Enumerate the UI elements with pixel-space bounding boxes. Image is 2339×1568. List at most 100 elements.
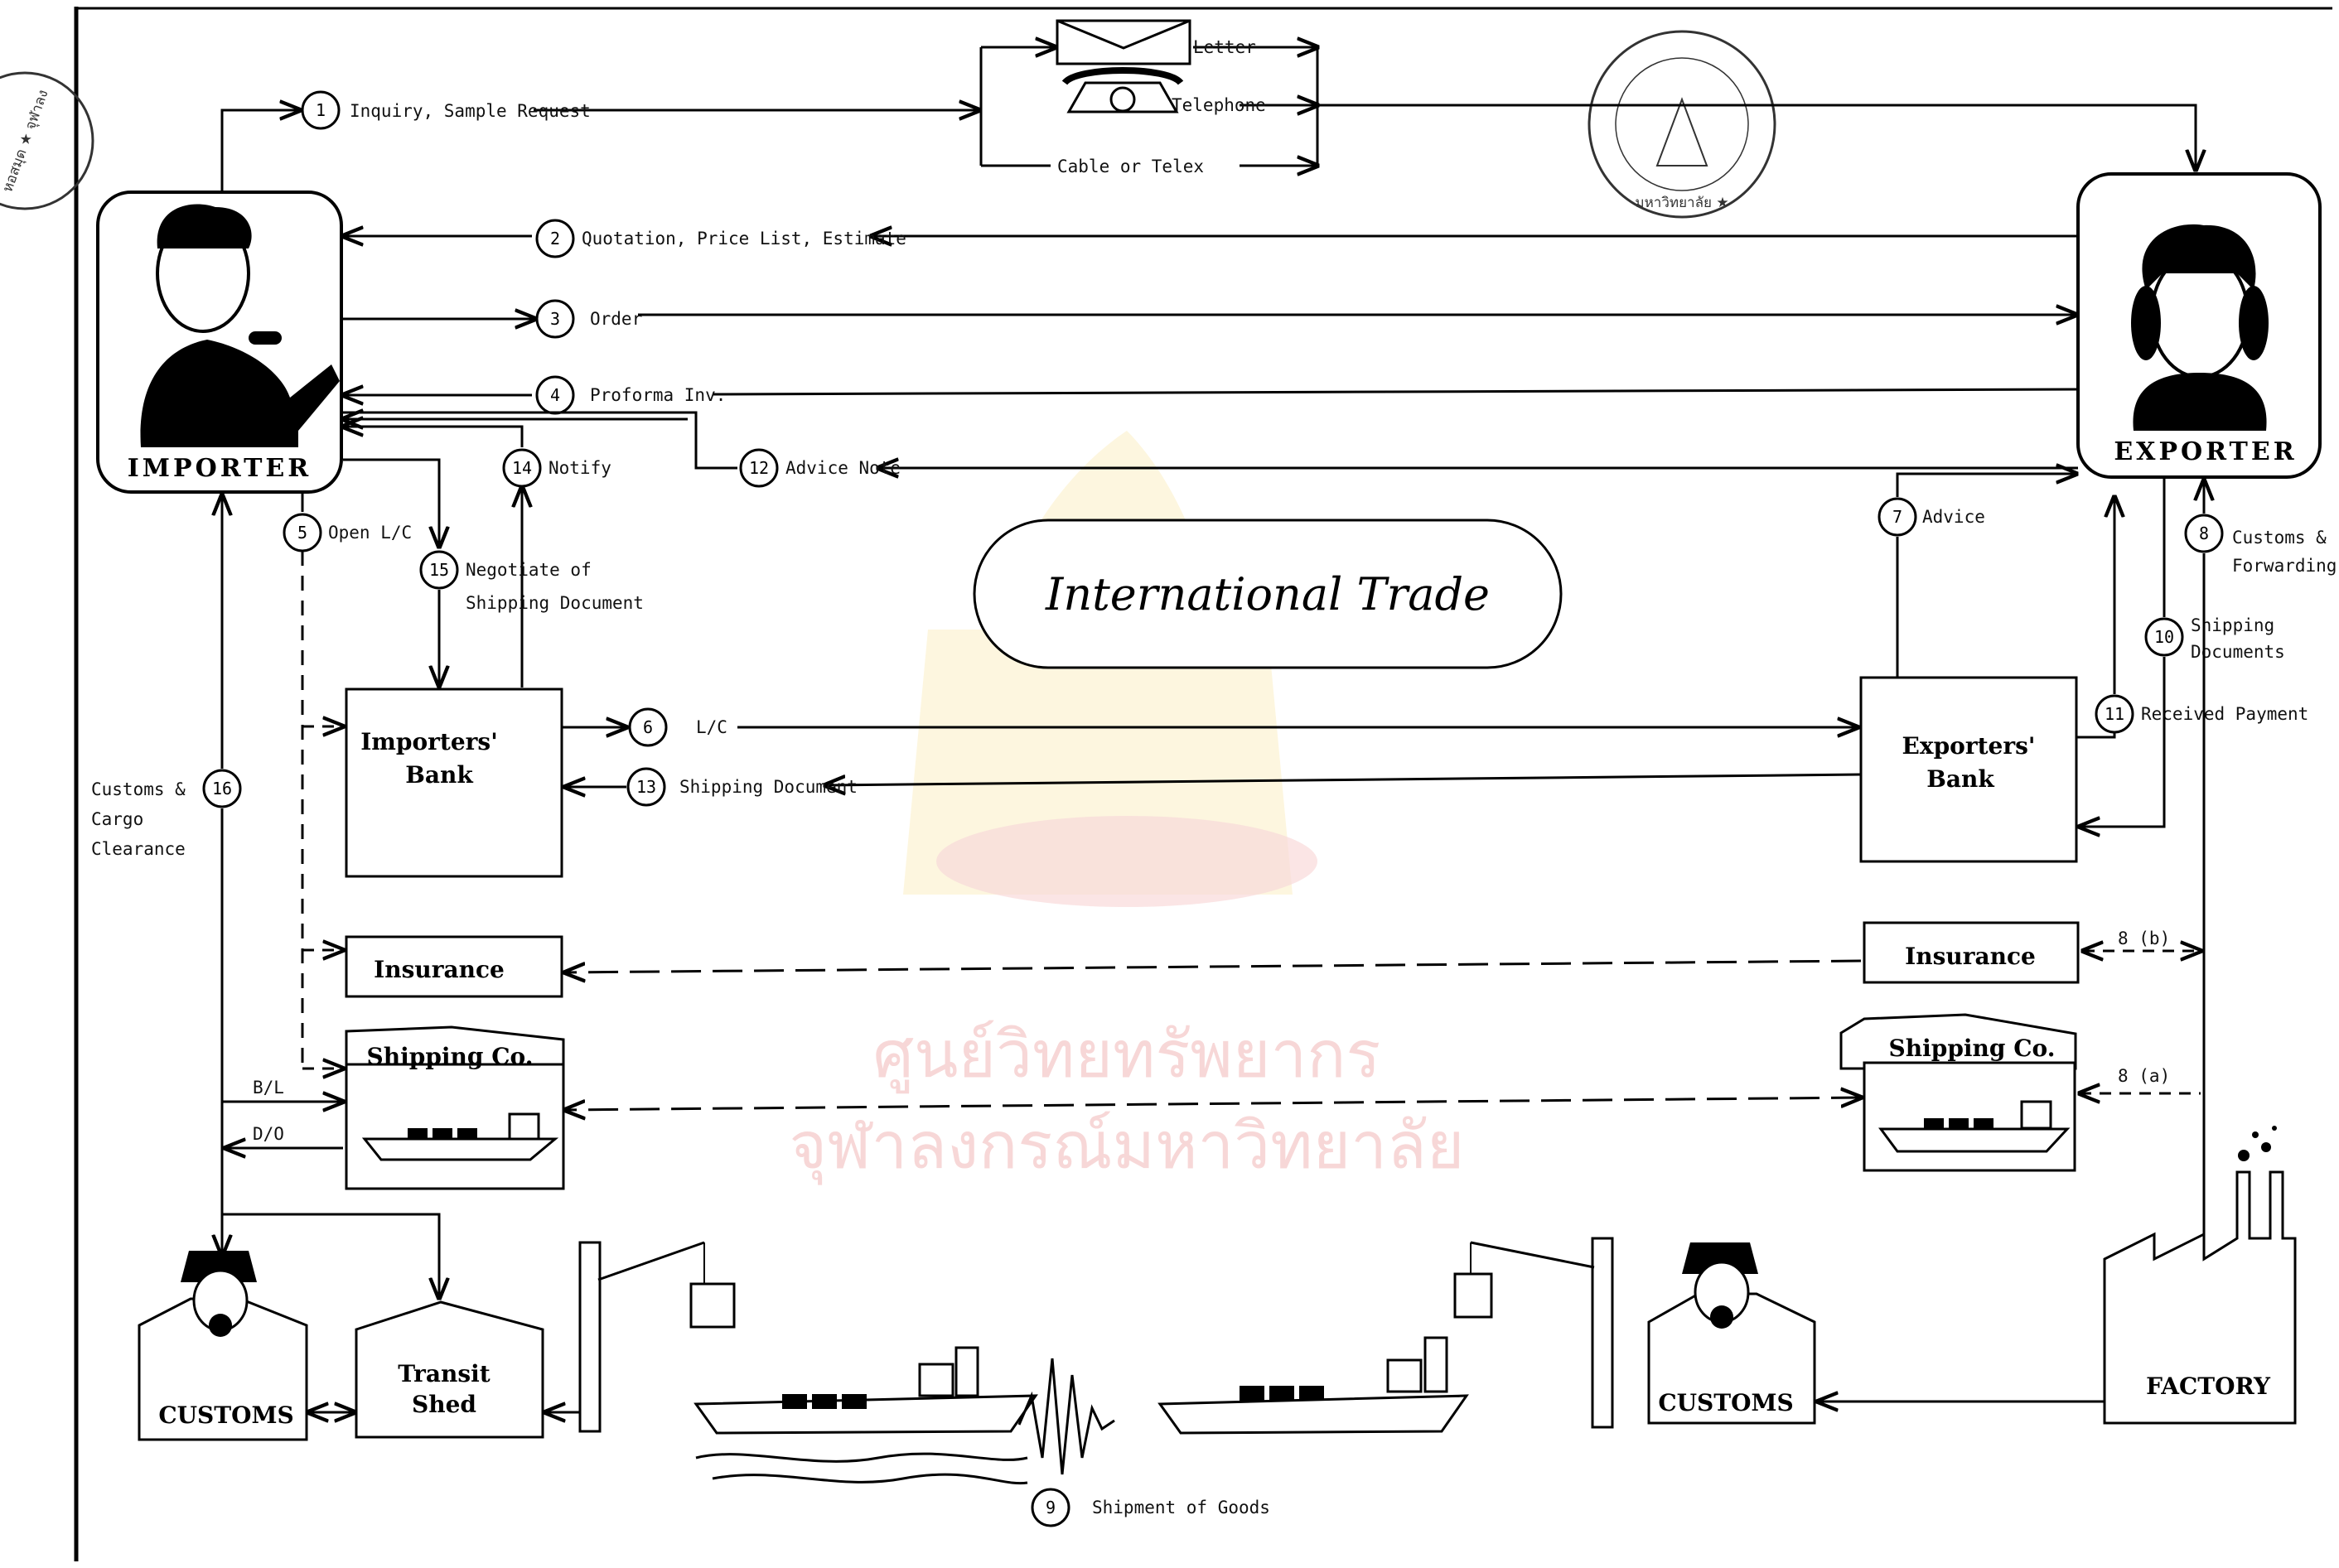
shipping-link: [565, 1098, 1861, 1110]
transit-shed-line1: Transit: [398, 1360, 490, 1387]
step-15-label-line2: Shipping Document: [466, 593, 644, 613]
stamp-right-text: มหาวิทยาลัย ★: [1635, 195, 1728, 211]
step-3-number: 3: [550, 309, 560, 329]
step-2-number: 2: [550, 229, 560, 248]
step-14-number: 14: [512, 458, 532, 478]
importers-bank-node: Importers' Bank: [346, 689, 562, 876]
right-crane-icon: [1455, 1238, 1612, 1427]
letter-label: Letter: [1193, 37, 1256, 57]
link-8b: 8 (b): [2083, 929, 2201, 951]
do-label: D/O: [253, 1124, 284, 1144]
insurance-right-node: Insurance: [1864, 923, 2078, 982]
shipping-left-label: Shipping Co.: [367, 1043, 534, 1070]
customs-clearance-line3: Clearance: [91, 839, 186, 859]
step-7-advice: 7 Advice: [1879, 474, 2076, 678]
insurance-8b-label: 8 (b): [2118, 929, 2170, 948]
letter-icon: [1057, 21, 1190, 64]
waves-zigzag-icon: [1019, 1358, 1114, 1474]
telephone-icon: [1065, 70, 1181, 112]
step-10-number: 10: [2154, 627, 2174, 647]
step-13-label: Shipping Document: [679, 777, 858, 797]
step-13-number: 13: [636, 777, 656, 797]
importers-bank-label-line1: Importers': [360, 728, 498, 755]
insurance-link: [565, 961, 1861, 972]
customs-left-node: CUSTOMS: [139, 1251, 307, 1440]
shipping-left-node: Shipping Co.: [346, 1027, 563, 1189]
customs-clearance-line2: Cargo: [91, 809, 143, 829]
step-2-quotation: 2 Quotation, Price List, Estimate: [343, 220, 2078, 257]
factory-node: FACTORY: [2105, 1126, 2295, 1423]
step-3-order: 3 Order: [343, 301, 2076, 337]
importers-bank-label-line2: Bank: [405, 761, 473, 789]
step-8-label: Customs &: [2232, 528, 2327, 548]
shipping-right-label: Shipping Co.: [1889, 1035, 2056, 1062]
watermark-emblem-base: [936, 816, 1317, 907]
step-2-label: Quotation, Price List, Estimate: [582, 229, 906, 248]
step-9-number: 9: [1046, 1498, 1056, 1517]
watermark-line2: จุฬาลงกรณ์มหาวิทยาลัย: [789, 1109, 1464, 1185]
step-11-number: 11: [2105, 704, 2124, 724]
step-5-number: 5: [297, 523, 307, 543]
step-15-negotiate: 15 Negotiate of Shipping Document: [343, 460, 644, 686]
step-6-label: L/C: [696, 717, 727, 737]
customs-left-label: CUSTOMS: [158, 1402, 293, 1429]
diagram-title: International Trade: [1045, 568, 1490, 620]
step-8-number: 8: [2199, 523, 2209, 543]
step-4-proforma: 4 Proforma Inv.: [343, 377, 2078, 413]
step-14-label: Notify: [549, 458, 611, 478]
exporter-label: EXPORTER: [2114, 437, 2297, 466]
bl-label: B/L: [253, 1078, 284, 1098]
step-7-label: Advice: [1922, 507, 1985, 527]
shipping-8a-label: 8 (a): [2118, 1066, 2170, 1086]
step-11-label: Received Payment: [2141, 704, 2308, 724]
insurance-left-node: Insurance: [346, 937, 562, 996]
importer-label: IMPORTER: [128, 454, 312, 483]
factory-label: FACTORY: [2146, 1373, 2271, 1400]
exporter-figure-icon: [2131, 224, 2269, 431]
insurance-right-label: Insurance: [1905, 943, 2036, 970]
title-panel: International Trade: [974, 520, 1561, 668]
step-8-label-line2: Forwarding: [2232, 556, 2337, 576]
step-6-number: 6: [643, 717, 653, 737]
step-8-customs-forwarding: 8 Customs & Forwarding: [2186, 480, 2337, 1259]
transit-shed-node: Transit Shed: [356, 1302, 543, 1437]
customs-right-node: CUSTOMS: [1649, 1242, 1815, 1423]
step-7-number: 7: [1892, 507, 1902, 527]
step-9-label: Shipment of Goods: [1092, 1498, 1270, 1517]
insurance-left-label: Insurance: [374, 956, 505, 983]
exporters-bank-label-line2: Bank: [1926, 765, 1994, 793]
step-15-number: 15: [429, 560, 449, 580]
telephone-label: Telephone: [1172, 95, 1266, 115]
step-12-number: 12: [749, 458, 769, 478]
step-15-label: Negotiate of: [466, 560, 592, 580]
customs-right-label: CUSTOMS: [1658, 1389, 1793, 1416]
stamp-left-text: หอสมุด ★ จุฬาลง: [0, 88, 52, 195]
exporters-bank-node: Exporters' Bank: [1861, 678, 2076, 861]
cable-label: Cable or Telex: [1057, 157, 1204, 176]
stamp-right: มหาวิทยาลัย ★: [1589, 31, 1775, 217]
step-1-number: 1: [316, 100, 326, 120]
step-14-notify: 14 Notify: [343, 427, 611, 688]
exporter-node: EXPORTER: [2078, 174, 2320, 477]
step-5-label: Open L/C: [328, 523, 412, 543]
step-12-label: Advice Note: [785, 458, 901, 478]
importer-node: IMPORTER: [98, 192, 341, 492]
step-4-label: Proforma Inv.: [590, 385, 726, 405]
step-16-number: 16: [212, 779, 232, 798]
transit-shed-line2: Shed: [412, 1391, 476, 1418]
step-3-label: Order: [590, 309, 642, 329]
right-cargo-ship-icon: [1160, 1338, 1467, 1433]
watermark-line1: ศูนย์วิทยทรัพยากร: [873, 1018, 1381, 1093]
shipping-right-node: Shipping Co.: [1841, 1015, 2076, 1170]
link-8a: 8 (a): [2080, 1066, 2201, 1093]
stamp-left: หอสมุด ★ จุฬาลง: [0, 73, 93, 209]
exporters-bank-label-line1: Exporters': [1902, 732, 2036, 760]
step-1-label: Inquiry, Sample Request: [350, 101, 591, 121]
communication-channels: Letter Telephone Cable or Telex: [981, 21, 1317, 176]
smoke-icon: [2238, 1126, 2277, 1161]
step-4-number: 4: [550, 385, 560, 405]
left-cargo-ship-icon: [696, 1348, 1036, 1484]
step-9-shipment: 9 Shipment of Goods: [1032, 1489, 1270, 1526]
